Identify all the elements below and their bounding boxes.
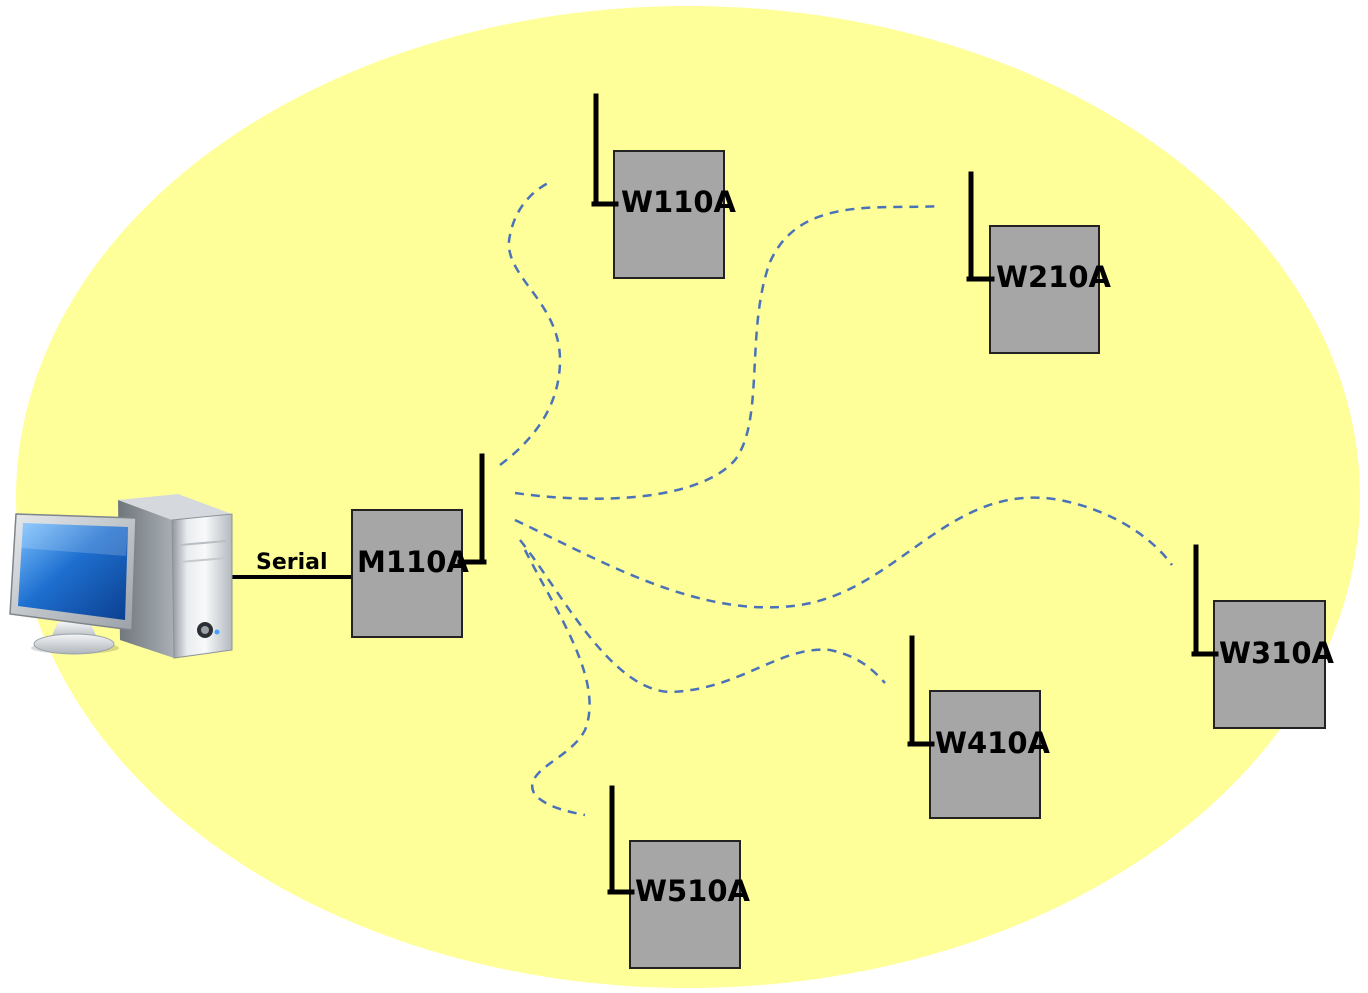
antenna-icon (607, 785, 635, 895)
antenna-icon (457, 453, 487, 565)
link-m110a-w110a (499, 180, 562, 466)
link-m110a-w510a (523, 549, 591, 817)
device-w510a: W510A (607, 785, 751, 969)
devices-layer: M110A W110A W210A W310A W410A W510A (351, 93, 1335, 969)
device-box (629, 840, 741, 969)
device-w110a: W110A (591, 93, 737, 279)
device-label: W210A (996, 260, 1112, 294)
device-w210a: W210A (966, 171, 1112, 354)
device-box (351, 509, 463, 638)
antenna-icon (591, 93, 619, 207)
wireless-links (499, 180, 1174, 817)
device-box (929, 690, 1041, 819)
device-label: W410A (935, 726, 1051, 760)
device-m110a: M110A (351, 453, 487, 638)
device-w410a: W410A (907, 635, 1051, 819)
link-m110a-w310a (514, 496, 1174, 609)
device-label: M110A (357, 545, 469, 579)
device-label: W110A (621, 185, 737, 219)
device-w310a: W310A (1191, 544, 1335, 729)
antenna-icon (966, 171, 995, 282)
device-box (989, 225, 1100, 354)
antenna-icon (907, 635, 935, 747)
device-label: W310A (1219, 636, 1335, 670)
desktop-computer-icon (9, 494, 233, 659)
device-label: W510A (635, 874, 751, 908)
antenna-icon (1191, 544, 1219, 657)
device-box (1213, 600, 1326, 729)
device-box (613, 150, 725, 279)
serial-link-label: Serial (256, 550, 328, 575)
